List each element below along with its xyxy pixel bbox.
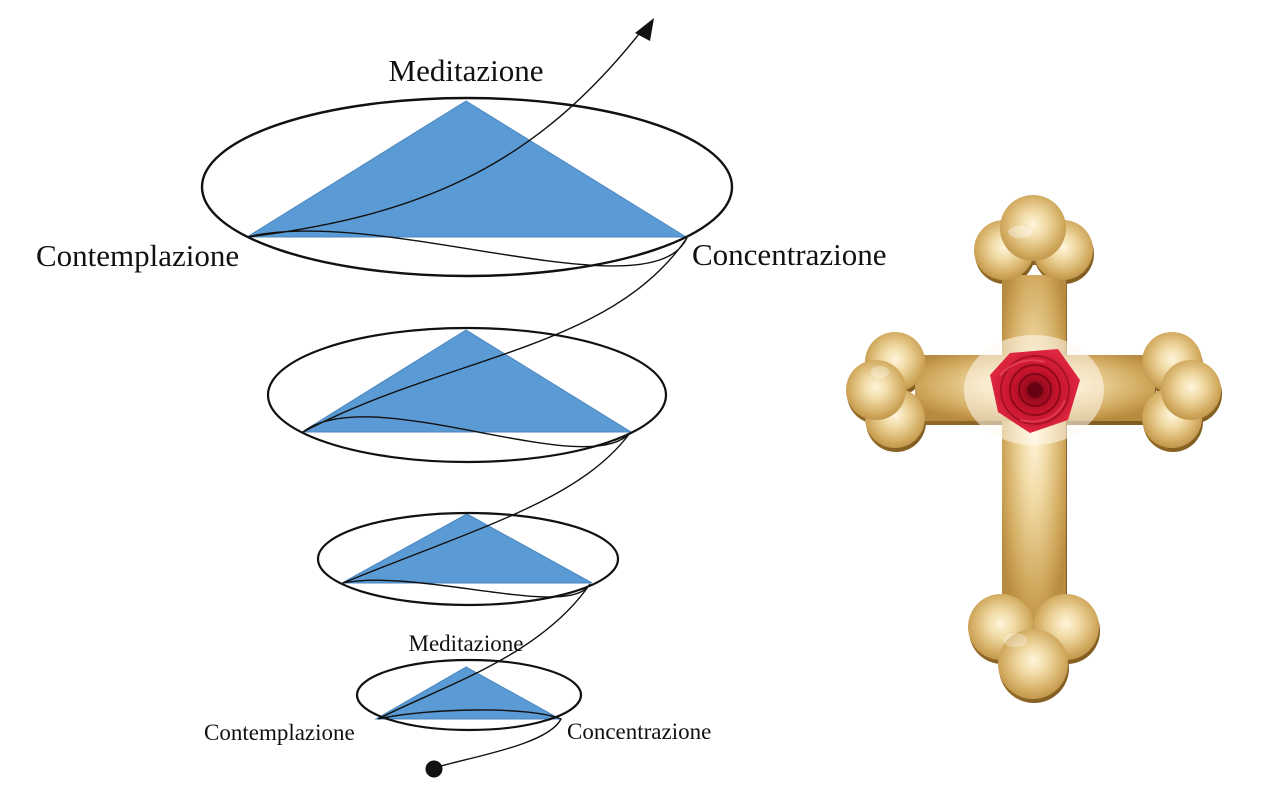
label-top-apex: Meditazione — [389, 53, 544, 88]
level-4-triangle — [374, 666, 561, 720]
level-1 — [200, 96, 734, 278]
level-4 — [355, 658, 583, 732]
level-3-triangle — [341, 513, 593, 584]
label-top-right: Concentrazione — [692, 237, 887, 272]
label-bottom-left: Contemplazione — [204, 720, 355, 745]
level-1-triangle — [245, 100, 688, 238]
rosicrucian-cross-icon — [846, 195, 1222, 703]
level-4-ellipse — [355, 658, 583, 732]
level-2-triangle — [300, 329, 633, 433]
level-2-ellipse — [266, 326, 668, 464]
level-3-ellipse — [316, 511, 620, 607]
spiral-path — [246, 28, 688, 769]
start-dot-icon — [425, 760, 443, 778]
label-bottom-right: Concentrazione — [567, 719, 711, 744]
level-2 — [266, 326, 668, 464]
level-1-ellipse — [200, 96, 734, 278]
rose-icon — [990, 349, 1080, 433]
level-3 — [316, 511, 620, 607]
label-top-left: Contemplazione — [36, 238, 239, 273]
label-bottom-apex: Meditazione — [409, 631, 524, 656]
arrow-head-icon — [635, 18, 654, 41]
